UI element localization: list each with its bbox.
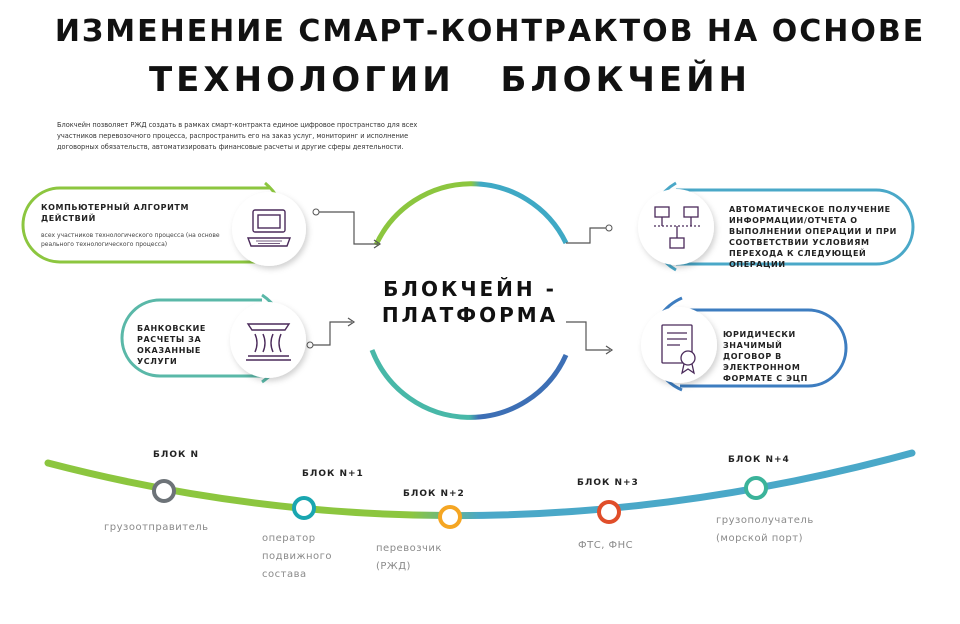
block-label-0: БЛОК N <box>153 450 200 460</box>
network-icon <box>654 206 702 249</box>
card-algorithm-subtitle: всех участников технологического процесс… <box>41 232 220 248</box>
center-label: Блокчейн - платформа <box>355 276 585 328</box>
block-role-line: подвижного <box>262 551 332 562</box>
card-algorithm <box>21 181 382 266</box>
block-role-line: (РЖД) <box>376 561 411 572</box>
block-role-4: грузополучатель (морской порт) <box>716 512 814 548</box>
block-node-0 <box>152 479 176 503</box>
card-report-title: автоматическое получение информации/отче… <box>729 205 897 269</box>
block-label-4: БЛОК N+4 <box>728 455 790 465</box>
block-role-2: перевозчик (РЖД) <box>376 540 442 576</box>
laptop-icon <box>246 209 292 247</box>
block-nodes <box>152 476 768 529</box>
block-node-1 <box>292 496 316 520</box>
center-label-line2: платформа <box>381 303 559 327</box>
block-role-line: грузополучатель <box>716 515 814 526</box>
block-node-2 <box>438 505 462 529</box>
block-role-line: ФТС, ФНС <box>578 540 634 551</box>
block-role-line: оператор <box>262 533 316 544</box>
card-contract-text: юридически значимый договор в электронно… <box>723 329 823 384</box>
block-role-line: грузоотправитель <box>104 522 209 533</box>
block-role-line: (морской порт) <box>716 533 803 544</box>
intro-paragraph: Блокчейн позволяет РЖД создать в рамках … <box>57 121 418 151</box>
block-role-line: перевозчик <box>376 543 442 554</box>
page-title: Изменение смарт-контрактов на основе <box>54 14 926 49</box>
card-algorithm-title: компьютерный алгоритм действий <box>41 203 190 223</box>
bank-icon <box>246 323 291 361</box>
page-subtitle: технологии блокчейн <box>148 60 751 100</box>
block-node-3 <box>597 500 621 524</box>
block-role-line: состава <box>262 569 307 580</box>
card-report-text: автоматическое получение информации/отче… <box>729 204 909 270</box>
block-label-2: БЛОК N+2 <box>403 489 465 499</box>
block-label-3: БЛОК N+3 <box>577 478 639 488</box>
card-bank-title: банковские расчеты за оказанные услуги <box>137 324 206 366</box>
certificate-icon <box>661 324 696 375</box>
card-bank <box>120 293 356 384</box>
card-algorithm-text: компьютерный алгоритм действий всех учас… <box>41 202 231 249</box>
block-role-0: грузоотправитель <box>104 519 209 537</box>
center-label-line1: Блокчейн - <box>383 277 557 301</box>
central-arc-top <box>373 181 569 247</box>
block-role-3: ФТС, ФНС <box>578 537 633 555</box>
central-arc-bottom <box>369 349 569 420</box>
card-report <box>566 181 915 272</box>
card-bank-text: банковские расчеты за оказанные услуги <box>137 323 227 367</box>
card-contract-title: юридически значимый договор в электронно… <box>723 330 808 383</box>
block-label-1: БЛОК N+1 <box>302 469 364 479</box>
block-node-4 <box>744 476 768 500</box>
block-role-1: оператор подвижного состава <box>262 530 332 584</box>
